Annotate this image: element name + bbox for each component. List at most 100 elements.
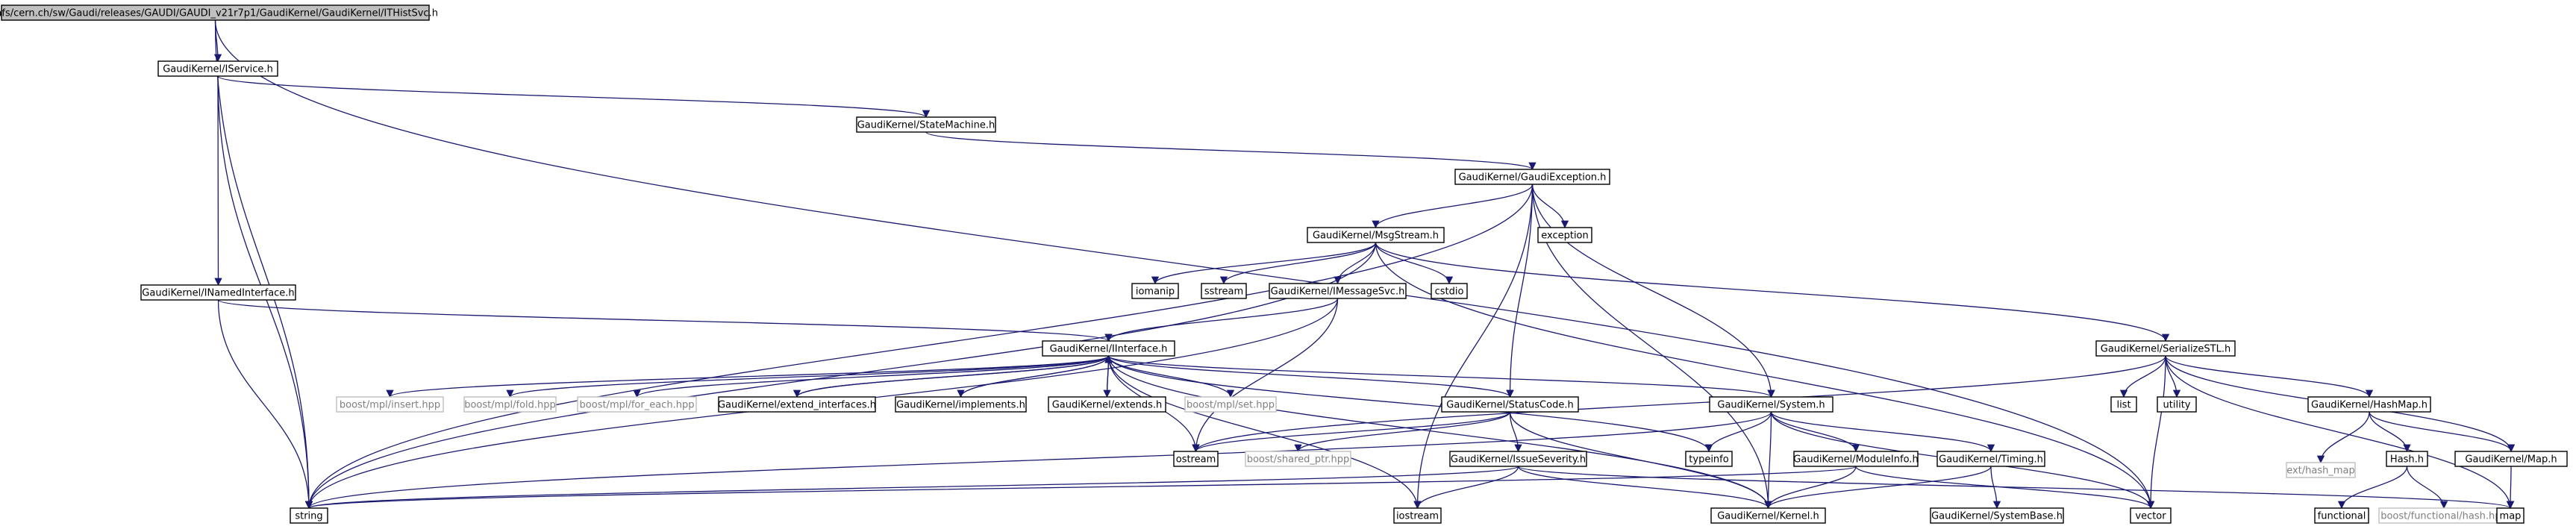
node-iomanip[interactable]: iomanip [1131,283,1179,299]
edge-system-to-timing [1770,411,1995,453]
node-timing[interactable]: GaudiKernel/Timing.h [1936,451,2045,467]
node-sharedptr[interactable]: boost/shared_ptr.hpp [1245,451,1351,467]
node-insert[interactable]: boost/mpl/insert.hpp [336,396,444,413]
node-label: boost/mpl/for_each.hpp [580,400,695,411]
node-exception[interactable]: exception [1537,227,1592,243]
edge-gmap-to-map [2506,466,2515,510]
edge-iinterface-to-insert [386,355,1110,398]
node-label: GaudiKernel/SerializeSTL.h [2101,344,2230,355]
node-utility[interactable]: utility [2157,396,2197,413]
node-functional[interactable]: functional [2314,507,2369,524]
edge-issueseverity-to-map [1517,466,2514,510]
node-system[interactable]: GaudiKernel/System.h [1709,396,1833,413]
node-ostream[interactable]: ostream [1173,451,1219,467]
edge-system-to-kernel [1764,411,1772,510]
edge-gaudiexc-to-system [1531,184,1775,398]
edge-statuscode-to-sharedptr [1294,411,1511,453]
edge-issueseverity-to-kernel [1517,466,1772,510]
edge-root-to-string [214,19,313,510]
edge-iinterface-to-statuscode [1107,355,1514,398]
node-label: boost/functional/hash.hpp [2380,511,2507,522]
node-systembase[interactable]: GaudiKernel/SystemBase.h [1930,507,2064,524]
node-label: GaudiKernel/Timing.h [1939,454,2043,466]
node-fold[interactable]: boost/mpl/fold.hpp [463,396,557,413]
node-box [577,396,697,413]
node-typeinfo[interactable]: typeinfo [1685,451,1733,467]
node-issueseverity[interactable]: GaudiKernel/IssueSeverity.h [1449,451,1587,467]
node-statuscode[interactable]: GaudiKernel/StatusCode.h [1441,396,1579,413]
node-gaudiexc[interactable]: GaudiKernel/GaudiException.h [1454,169,1610,185]
node-extmap[interactable]: ext/hash_map [2286,462,2356,478]
node-box [1537,227,1592,243]
node-box [1710,507,1826,524]
node-box [1131,283,1179,299]
edge-serializestl-to-list [2119,355,2166,398]
node-root[interactable]: /afs/cern.ch/sw/Gaudi/releases/GAUDI/GAU… [0,4,438,21]
node-box [1184,396,1277,413]
node-msgstream[interactable]: GaudiKernel/MsgStream.h [1307,227,1445,243]
node-map[interactable]: map [2496,507,2525,524]
node-label: GaudiKernel/SystemBase.h [1931,511,2063,522]
node-label: GaudiKernel/HashMap.h [2311,400,2427,411]
node-boostfunc[interactable]: boost/functional/hash.hpp [2378,507,2510,524]
node-box [1393,507,1442,524]
edge-inamed-to-iinterface [217,299,1113,342]
node-kernel[interactable]: GaudiKernel/Kernel.h [1710,507,1826,524]
node-box [140,284,296,301]
node-box [1431,283,1468,299]
node-label: GaudiKernel/ModuleInfo.h [1793,454,1918,466]
node-box [2130,507,2172,524]
node-label: ostream [1176,454,1216,466]
node-box [2454,451,2568,467]
node-iinterface[interactable]: GaudiKernel/IInterface.h [1042,340,1175,357]
node-label: GaudiKernel/IssueSeverity.h [1451,454,1586,466]
node-list[interactable]: list [2110,396,2137,413]
node-serializestl[interactable]: GaudiKernel/SerializeSTL.h [2095,340,2236,357]
edge-hashmap-to-hash [2369,411,2411,453]
node-implements[interactable]: GaudiKernel/implements.h [895,396,1027,413]
node-box [336,396,444,413]
node-vector[interactable]: vector [2130,507,2172,524]
node-string[interactable]: string [290,507,328,524]
edge-timing-to-systembase [1990,466,2001,510]
node-label: GaudiKernel/StateMachine.h [857,120,995,131]
edge-extends-to-iinterface [1104,354,1113,398]
node-label: GaudiKernel/IMessageSvc.h [1271,287,1405,298]
node-label: GaudiKernel/IService.h [163,64,273,75]
node-label: GaudiKernel/INamedInterface.h [142,288,294,299]
node-box [1441,396,1579,413]
node-inamed[interactable]: GaudiKernel/INamedInterface.h [140,284,296,301]
node-box [2307,396,2431,413]
node-label: utility [2163,400,2191,411]
edge-statuscode-to-issueseverity [1509,411,1522,453]
edge-hashmap-to-extmap [2316,411,2370,464]
node-box [290,507,328,524]
node-sstream[interactable]: sstream [1201,283,1247,299]
nodes-layer: /afs/cern.ch/sw/Gaudi/releases/GAUDI/GAU… [0,4,2568,524]
node-extends[interactable]: GaudiKernel/extends.h [1048,396,1166,413]
node-cstdio[interactable]: cstdio [1431,283,1468,299]
node-label: iomanip [1136,287,1175,298]
edge-statemachine-to-gaudiexc [925,131,1536,171]
node-statemachine[interactable]: GaudiKernel/StateMachine.h [856,116,996,133]
node-iservice[interactable]: GaudiKernel/IService.h [157,60,278,77]
node-box [1793,451,1919,467]
node-extendif[interactable]: GaudiKernel/extend_interfaces.h [718,396,876,413]
node-gmap[interactable]: GaudiKernel/Map.h [2454,451,2568,467]
node-label: functional [2318,511,2366,522]
edge-moduleinfo-to-vector [1855,466,2155,510]
node-imsgsvc[interactable]: GaudiKernel/IMessageSvc.h [1269,283,1407,299]
node-hashmap[interactable]: GaudiKernel/HashMap.h [2307,396,2431,413]
node-box [1201,283,1247,299]
node-label: Hash.h [2390,454,2424,466]
node-hash[interactable]: Hash.h [2386,451,2428,467]
node-label: GaudiKernel/System.h [1717,400,1825,411]
node-foreach[interactable]: boost/mpl/for_each.hpp [577,396,697,413]
edge-msgstream-to-iomanip [1151,242,1377,285]
node-moduleinfo[interactable]: GaudiKernel/ModuleInfo.h [1793,451,1919,467]
node-box [2095,340,2236,357]
node-mplset[interactable]: boost/mpl/set.hpp [1184,396,1277,413]
node-label: boost/mpl/insert.hpp [340,400,440,411]
node-iostream[interactable]: iostream [1393,507,1442,524]
edge-gaudiexc-to-iostream [1413,184,1534,510]
